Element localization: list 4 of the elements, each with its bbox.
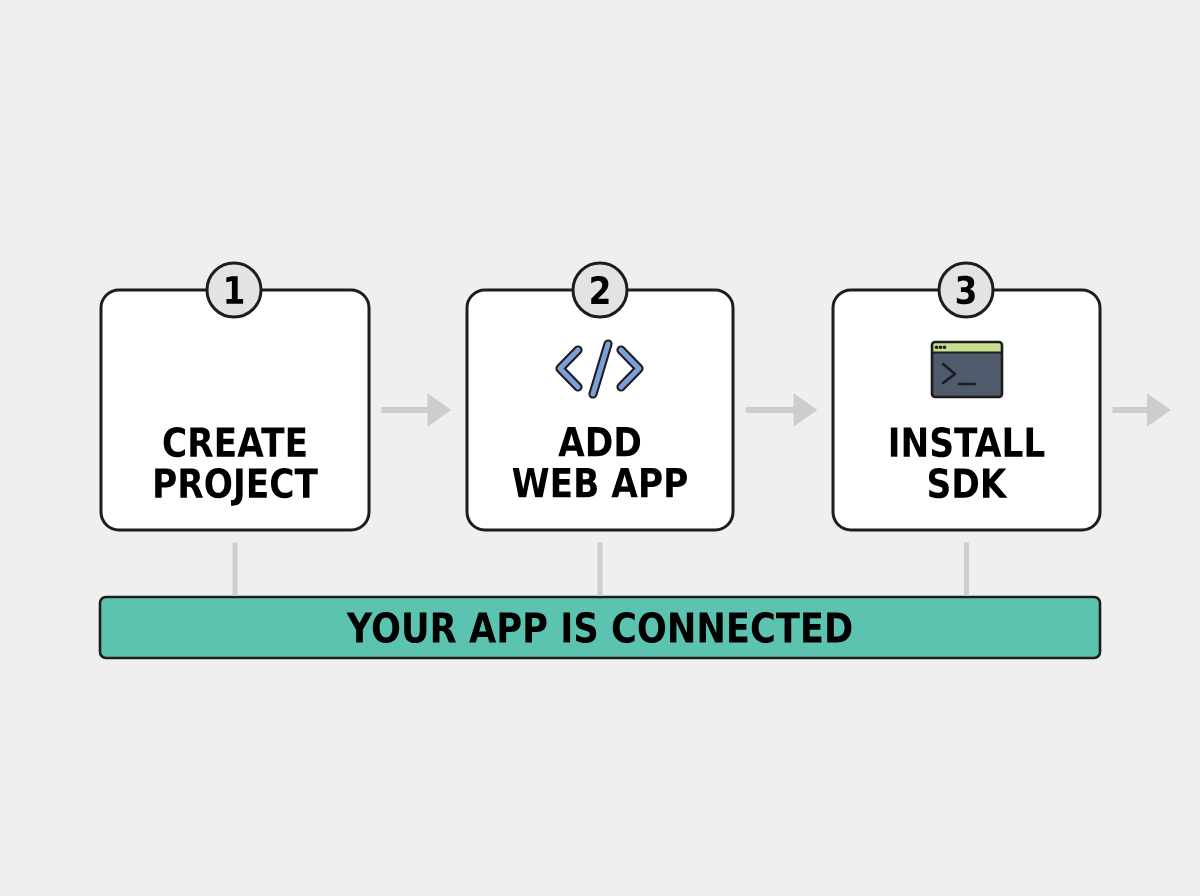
- connector-line: [964, 542, 969, 596]
- connector-line: [232, 542, 238, 596]
- status-bar: YOUR APP IS CONNECTED: [98, 595, 1102, 660]
- connector-line: [597, 542, 603, 596]
